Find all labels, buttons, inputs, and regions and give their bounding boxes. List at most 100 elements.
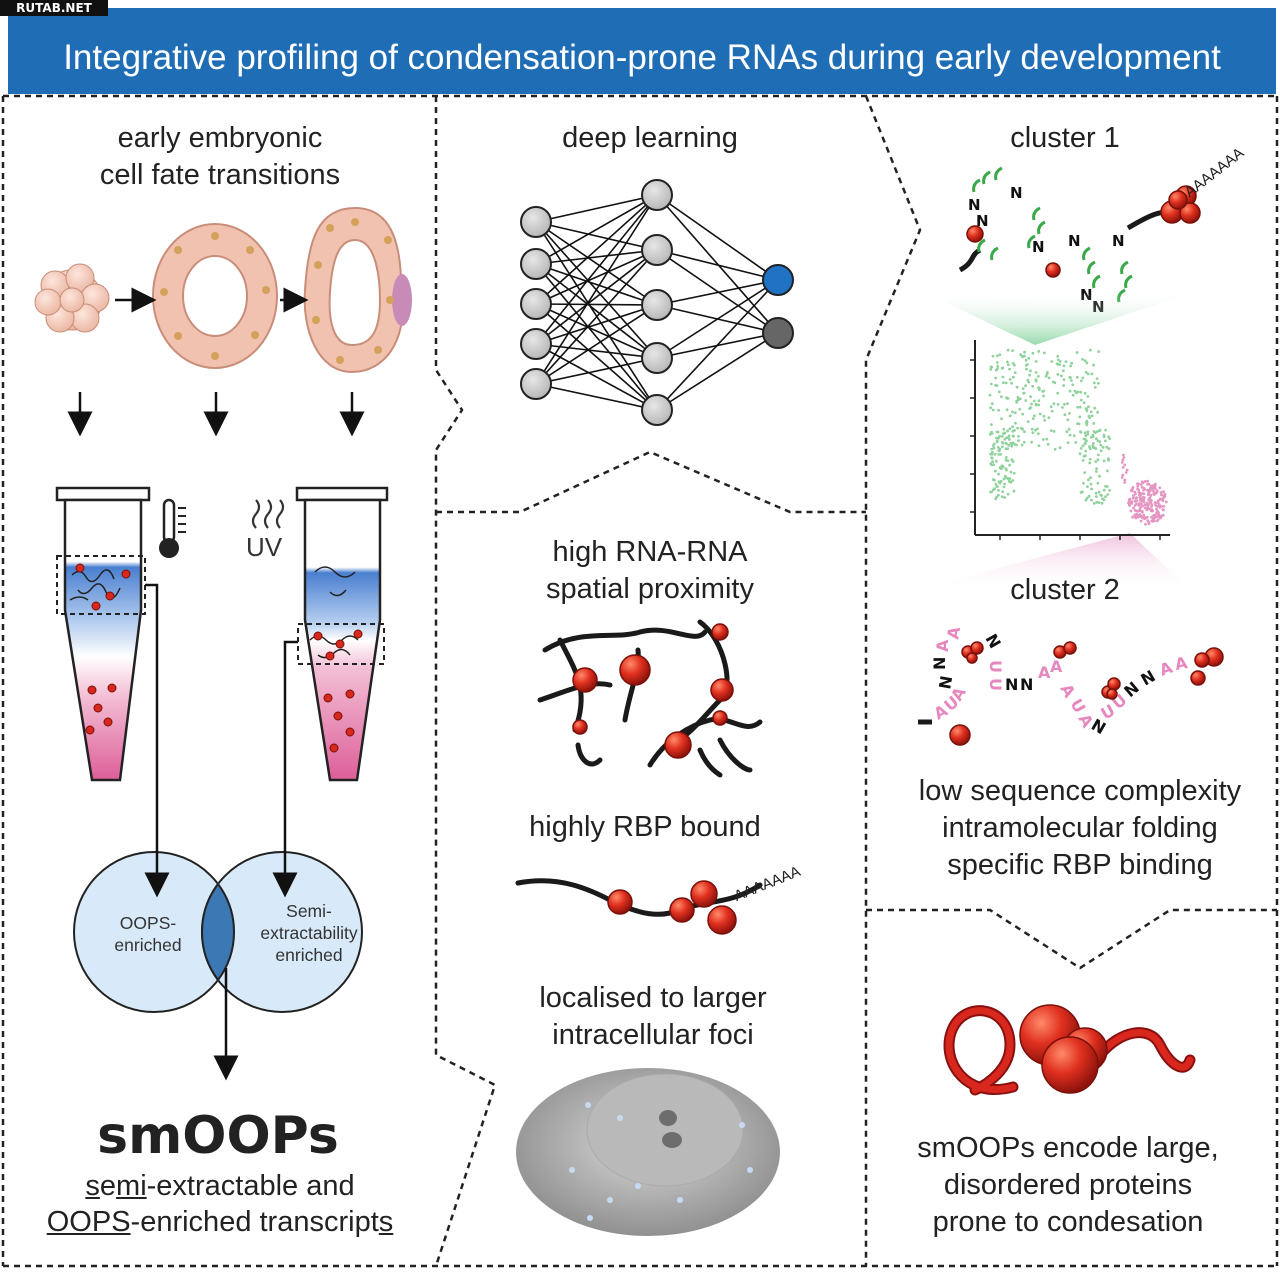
cluster1-point <box>989 382 993 386</box>
cluster1-point <box>1026 420 1030 423</box>
cluster1-point <box>1084 449 1088 453</box>
cluster2-point <box>1155 519 1159 523</box>
cluster1-point <box>1056 373 1060 376</box>
cluster1-point <box>1030 402 1033 406</box>
cluster1-point <box>1079 398 1083 402</box>
cluster1-point <box>1043 418 1047 422</box>
cluster1-point <box>1100 494 1103 497</box>
cluster1-point <box>1081 376 1085 380</box>
cluster1-point <box>1037 350 1041 353</box>
cluster1-point <box>992 478 996 482</box>
cluster1-point <box>1079 430 1083 434</box>
cluster1-point <box>1013 443 1017 446</box>
cluster1-point <box>1002 427 1006 431</box>
cluster1-point <box>1011 410 1014 414</box>
def-oops: OOPS <box>46 1206 131 1238</box>
cluster2-point <box>1136 487 1139 491</box>
cluster1-point <box>1017 435 1020 438</box>
cluster1-point <box>1088 461 1092 465</box>
cluster1-point <box>1053 447 1057 451</box>
cluster1-point <box>1005 396 1008 400</box>
cluster2-point <box>1146 493 1150 496</box>
cluster1-point <box>995 436 998 440</box>
cluster2-point <box>1139 519 1143 523</box>
cluster1-point <box>1007 443 1010 447</box>
cluster1-point <box>1071 393 1075 397</box>
cluster1-point <box>1021 412 1025 416</box>
cluster2-point <box>1150 519 1153 523</box>
svg-text:N: N <box>935 674 956 690</box>
cluster2-point <box>1155 507 1158 511</box>
cluster1-point <box>1013 429 1016 432</box>
cluster1-point <box>1011 349 1014 353</box>
cluster1-point <box>1005 468 1008 472</box>
cluster1-point <box>1016 396 1020 399</box>
cluster1-point <box>1047 376 1051 380</box>
cluster1-point <box>1008 438 1011 441</box>
svg-text:A: A <box>1050 657 1063 676</box>
cluster1-point <box>1011 434 1015 438</box>
cluster1-point <box>995 354 999 358</box>
cluster2-point <box>1146 505 1150 509</box>
cluster2-point <box>1151 489 1155 492</box>
svg-text:N: N <box>1020 675 1033 694</box>
cluster1-point <box>994 469 997 473</box>
cluster1-point <box>1013 371 1017 374</box>
cluster1-point <box>1086 430 1090 434</box>
cluster1-point <box>992 446 996 450</box>
cluster1-point <box>1093 385 1097 389</box>
cluster1-point <box>1101 445 1105 449</box>
venn-diagram <box>73 851 363 1013</box>
tube-oops <box>55 486 186 782</box>
cluster1-point <box>1090 372 1094 376</box>
cluster1-point <box>994 376 998 380</box>
cluster2-point <box>1143 516 1147 519</box>
cluster1-point <box>994 368 998 372</box>
embryo-heading-line1: early embryonic <box>117 122 323 154</box>
cluster1-point <box>1086 395 1090 398</box>
cluster1-point <box>1008 427 1012 431</box>
foci-line1: localised to larger <box>539 982 767 1014</box>
cluster1-point <box>1000 495 1004 499</box>
cluster1-point <box>1087 405 1090 409</box>
cluster2-point <box>1125 468 1129 472</box>
neural-network <box>520 179 794 426</box>
cluster1-point <box>1082 401 1086 405</box>
venn-semi-label: Semi- extractability enriched <box>244 900 374 966</box>
cluster1-point <box>1090 498 1093 502</box>
title-banner: Integrative profiling of condensation-pr… <box>8 8 1276 94</box>
cluster1-point <box>1049 429 1053 432</box>
foci-line2: intracellular foci <box>552 1019 754 1051</box>
cluster2-point <box>1123 478 1127 482</box>
cluster1-point <box>1011 479 1015 482</box>
cluster1-point <box>1041 438 1045 441</box>
cluster2-features: low sequence complexity intramolecular f… <box>880 773 1280 884</box>
nn-output-blue <box>762 264 794 296</box>
cluster2-point <box>1161 513 1165 517</box>
cluster1-point <box>1094 470 1098 473</box>
cluster1-point <box>1094 460 1098 463</box>
progression-arrows <box>67 287 365 437</box>
cluster1-point <box>1004 456 1008 459</box>
cluster1-point <box>1104 495 1107 499</box>
cluster1-point <box>1056 391 1060 395</box>
cluster1-point <box>1052 430 1056 433</box>
cluster2-point <box>1159 497 1163 501</box>
cluster1-point <box>1068 412 1071 415</box>
disordered-protein <box>943 1004 1196 1096</box>
svg-text:N: N <box>982 631 1005 652</box>
cluster1-point <box>1002 381 1005 384</box>
cluster1-point <box>1034 360 1038 363</box>
cluster1-point <box>1008 463 1011 467</box>
nn-output-dark <box>762 317 794 349</box>
cluster1-point <box>990 432 994 435</box>
cluster1-point <box>1026 363 1029 366</box>
cluster1-point <box>1036 375 1040 378</box>
cluster2-point <box>1131 515 1134 519</box>
cluster2-point <box>1143 487 1146 491</box>
cluster2-point <box>1133 490 1137 494</box>
cluster1-point <box>998 353 1002 357</box>
cluster1-point <box>995 430 999 434</box>
cluster2-point <box>1135 502 1138 506</box>
